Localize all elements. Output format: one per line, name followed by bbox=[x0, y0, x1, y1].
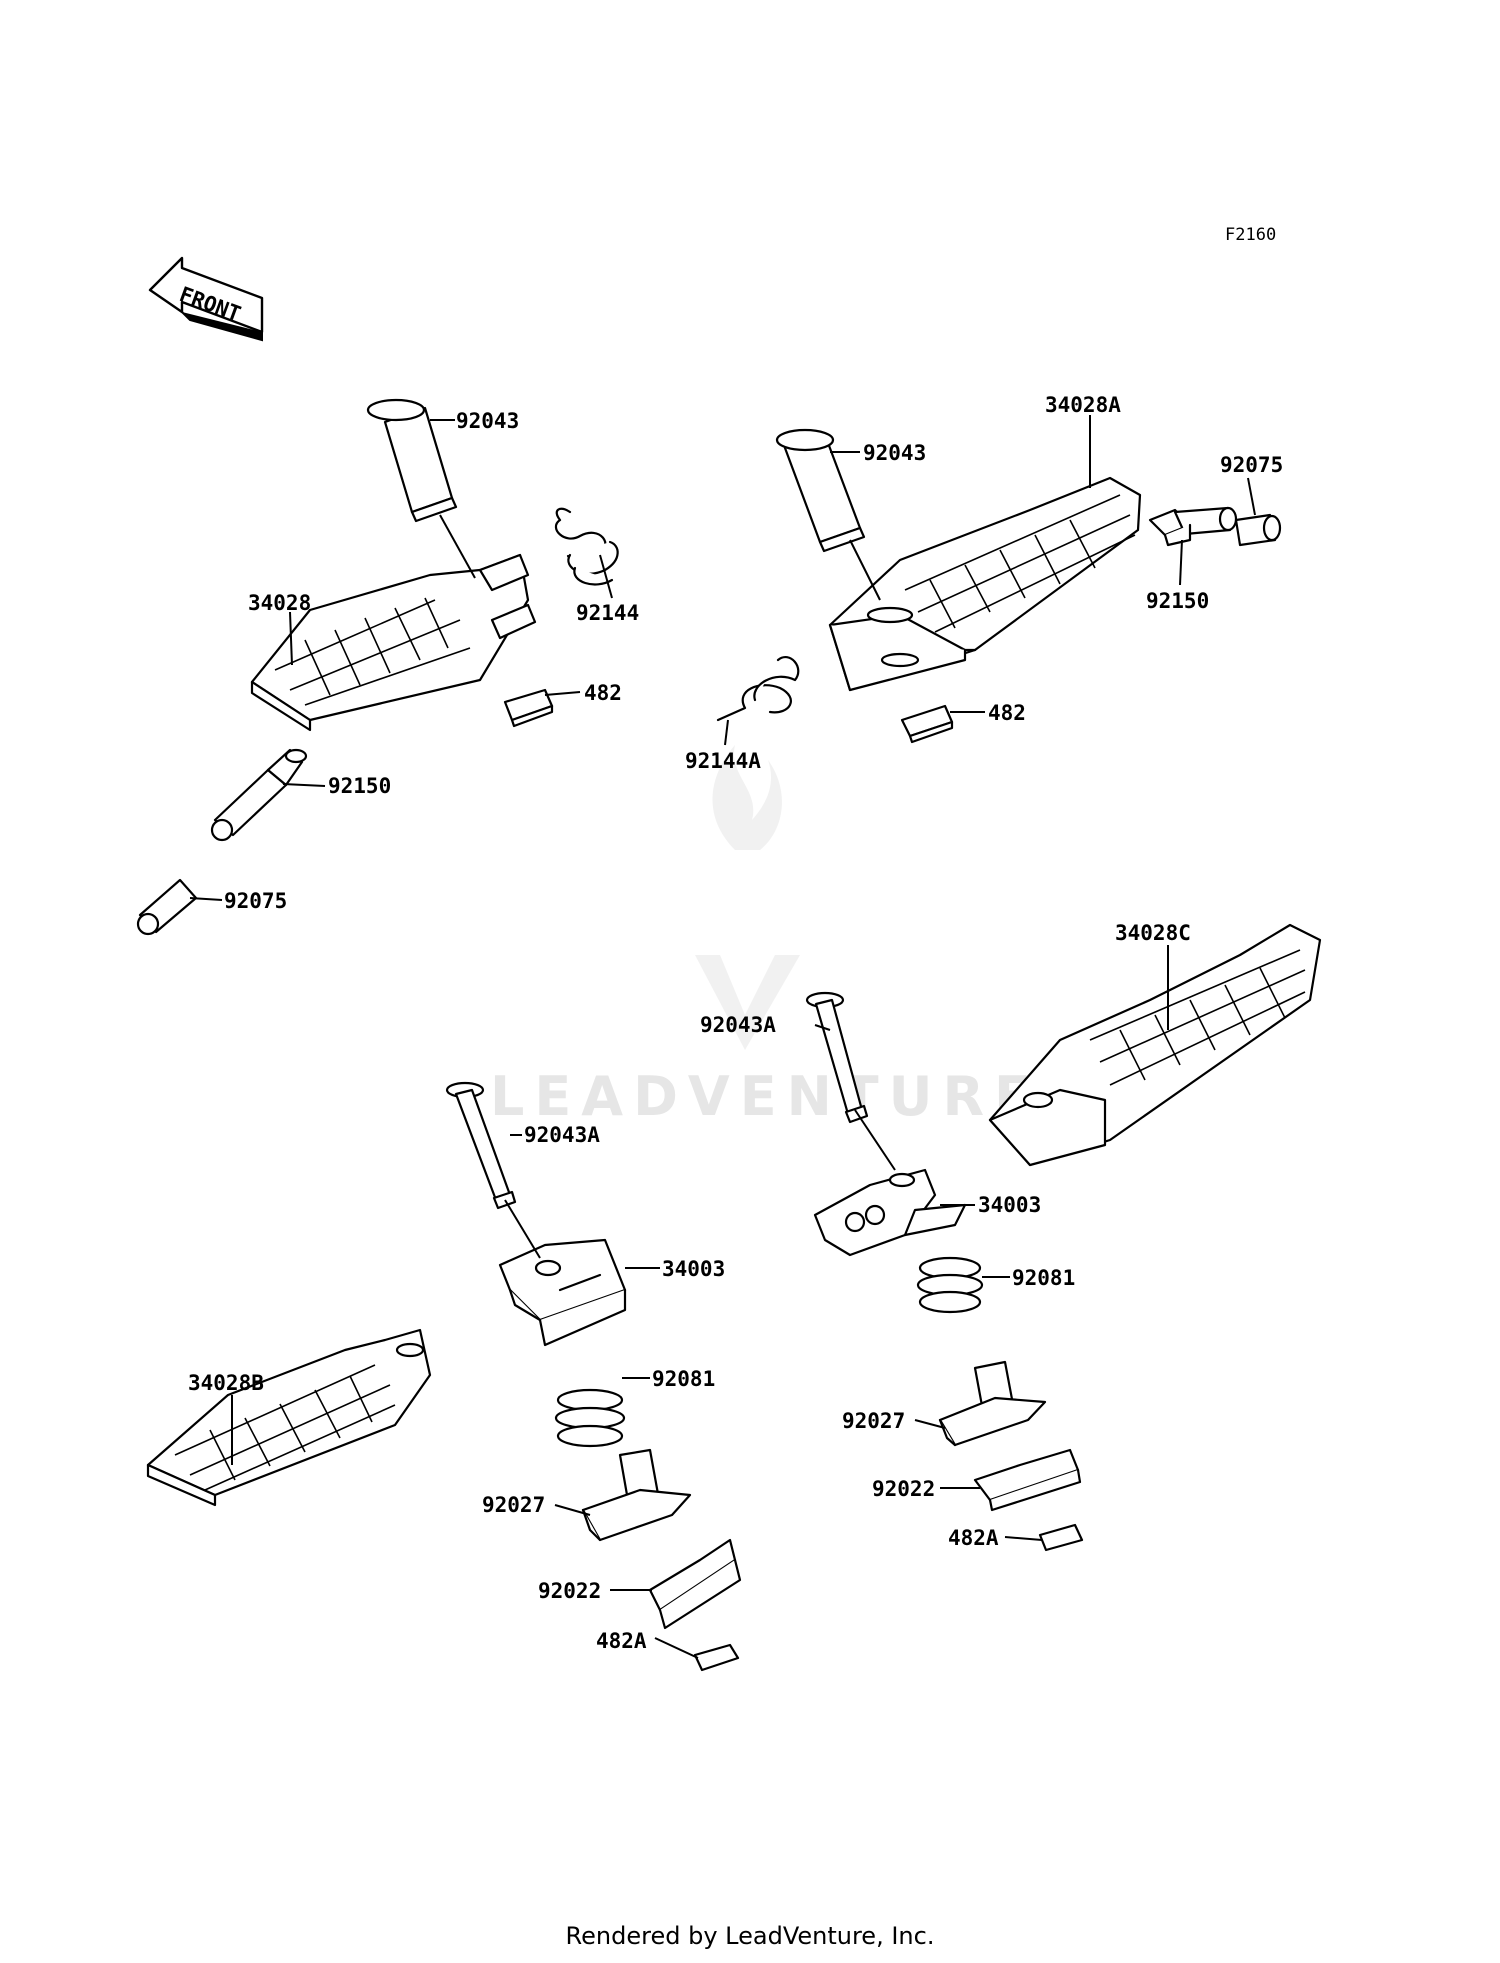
bracket-34003-left bbox=[498, 1238, 627, 1347]
bolt-92150-left bbox=[210, 748, 308, 842]
part-label-u: 34003 bbox=[662, 1257, 725, 1281]
footpeg-34028A bbox=[828, 476, 1142, 692]
part-label-r: 92022 bbox=[872, 1477, 935, 1501]
spring-92144-left bbox=[554, 507, 619, 586]
spring-92081-right bbox=[916, 1256, 984, 1314]
part-label-v: 34028B bbox=[188, 1371, 264, 1395]
part-label-p: 92081 bbox=[1012, 1266, 1075, 1290]
clip-482A-left bbox=[693, 1643, 740, 1672]
part-label-c: 92144 bbox=[576, 601, 639, 625]
front-arrow-icon: FRONT bbox=[148, 256, 264, 342]
part-label-l: 92144A bbox=[685, 749, 761, 773]
bolt-92150-right bbox=[1148, 506, 1238, 547]
leader-lines bbox=[189, 415, 1256, 1659]
clip-482-right bbox=[900, 704, 954, 744]
part-label-h: 34028A bbox=[1045, 393, 1121, 417]
part-label-b: 34028 bbox=[248, 591, 311, 615]
part-label-s: 482A bbox=[948, 1526, 999, 1550]
pin-92043-left bbox=[366, 398, 458, 523]
part-label-g: 92043 bbox=[863, 441, 926, 465]
pin-92043A-left bbox=[445, 1081, 517, 1210]
part-label-z: 482A bbox=[596, 1629, 647, 1653]
watermark-logo bbox=[695, 745, 800, 1050]
clip-482A-right bbox=[1038, 1523, 1084, 1552]
plate-92027-left bbox=[581, 1448, 692, 1542]
spring-92081-left bbox=[554, 1388, 626, 1448]
part-label-k: 482 bbox=[988, 701, 1026, 725]
part-label-f: 92075 bbox=[224, 889, 287, 913]
part-label-d: 482 bbox=[584, 681, 622, 705]
spring-92144A bbox=[716, 656, 800, 722]
part-label-t: 92043A bbox=[524, 1123, 600, 1147]
cap-92075-left bbox=[136, 878, 198, 936]
part-label-n: 92043A bbox=[700, 1013, 776, 1037]
holder-92022-right bbox=[973, 1448, 1082, 1512]
footpeg-34028B bbox=[146, 1328, 432, 1507]
holder-92022-left bbox=[648, 1538, 742, 1630]
footer-credit: Rendered by LeadVenture, Inc. bbox=[565, 1922, 935, 1950]
diagram-code: F2160 bbox=[1225, 225, 1276, 245]
part-labels: 92043 34028 92144 482 92150 92075 92043 … bbox=[188, 393, 1283, 1653]
pin-92043-right bbox=[775, 428, 866, 553]
watermark-text: LEADVENTURE bbox=[490, 1065, 1041, 1128]
part-label-y: 92022 bbox=[538, 1579, 601, 1603]
plate-92027-right bbox=[938, 1360, 1047, 1447]
part-label-q: 92027 bbox=[842, 1409, 905, 1433]
part-label-a: 92043 bbox=[456, 409, 519, 433]
bracket-34003-right bbox=[813, 1168, 967, 1257]
part-label-i: 92075 bbox=[1220, 453, 1283, 477]
part-label-o: 34003 bbox=[978, 1193, 1041, 1217]
part-label-j: 92150 bbox=[1146, 589, 1209, 613]
footpeg-34028 bbox=[250, 553, 537, 732]
part-label-w: 92081 bbox=[652, 1367, 715, 1391]
clip-482-left bbox=[503, 688, 554, 728]
part-label-x: 92027 bbox=[482, 1493, 545, 1517]
footpeg-34028C bbox=[988, 923, 1322, 1167]
cap-92075-right bbox=[1234, 513, 1282, 547]
part-label-e: 92150 bbox=[328, 774, 391, 798]
part-label-m: 34028C bbox=[1115, 921, 1191, 945]
